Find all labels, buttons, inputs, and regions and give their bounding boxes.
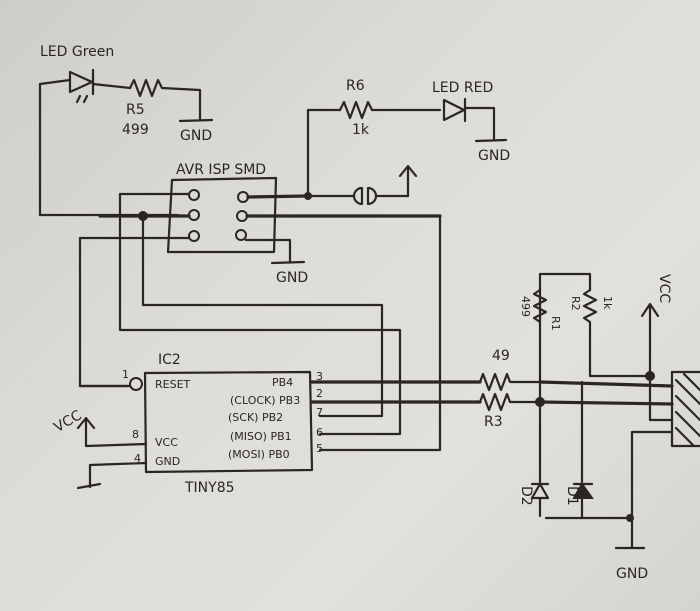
pin-name: GND [155, 455, 180, 468]
gnd-label: GND [180, 128, 212, 144]
r1-value: 499 [519, 296, 532, 317]
pin-name: (SCK) PB2 [228, 411, 283, 424]
ic-part: TINY85 [184, 480, 235, 496]
usb-connector [670, 370, 700, 448]
wire [318, 214, 442, 452]
led-red: LED RED GND [432, 80, 510, 164]
wire [246, 194, 310, 199]
r2-ref: R2 [569, 296, 582, 311]
wire [118, 192, 402, 436]
d1-ref: D1 [564, 486, 580, 506]
gnd-symbol-left [76, 461, 148, 490]
r3-ref: R3 [484, 414, 503, 430]
pin-name: (CLOCK) PB3 [230, 394, 300, 407]
wire [538, 380, 674, 388]
wire [538, 400, 674, 406]
wire [141, 214, 384, 418]
r2-value: 1k [601, 296, 614, 310]
wire [91, 82, 132, 90]
r5-ref: R5 [126, 102, 145, 118]
r-49-value: 49 [492, 348, 510, 364]
pin-num: 2 [316, 387, 323, 400]
isp-pin [235, 229, 247, 241]
pin-name: PB4 [272, 376, 293, 389]
resistor-49: 49 [478, 348, 542, 392]
resistor-r1: 499 R1 [519, 288, 562, 331]
vcc-label: VCC [51, 407, 84, 436]
r5-value: 499 [122, 122, 149, 138]
gnd-bottom-label: GND [616, 566, 648, 582]
vcc-label: VCC [656, 274, 672, 303]
pin-num: 1 [122, 368, 129, 381]
resistor-r3: R3 [478, 392, 542, 430]
ic-tiny85: IC2 TINY85 1 RESET 8 VCC 4 GND 3 PB4 2 (… [122, 352, 323, 496]
resistor-r2: R2 1k [569, 288, 652, 378]
pin-num: 8 [132, 428, 139, 441]
jumper-arrow [306, 164, 418, 206]
junction-dot [626, 514, 634, 522]
diode-d1: D1 [564, 482, 594, 520]
resistor-r5: R5 499 [122, 78, 202, 138]
wire [244, 238, 306, 265]
led-green-label: LED Green [40, 44, 114, 60]
pin-name: (MOSI) PB0 [228, 448, 290, 461]
ic-ref: IC2 [158, 352, 181, 368]
led-red-label: LED RED [432, 80, 493, 96]
gnd-label: GND [276, 270, 308, 286]
isp-pin [188, 230, 200, 242]
wire [38, 82, 180, 217]
pin-num: 7 [316, 406, 323, 419]
r6-value: 1k [352, 122, 370, 138]
r6-ref: R6 [346, 78, 365, 94]
reset-pin-circle [129, 377, 143, 391]
wire [306, 108, 342, 198]
pin-num: 3 [316, 370, 323, 383]
led-green: LED Green [38, 44, 114, 104]
pin-name: (MISO) PB1 [230, 430, 292, 443]
isp-pin [188, 209, 200, 221]
gnd-symbol-bottom [614, 430, 674, 550]
pin-num: 6 [316, 426, 323, 439]
pin-num: 5 [316, 442, 323, 455]
d2-ref: D2 [518, 486, 534, 506]
wire [648, 374, 674, 422]
vcc-right: VCC [640, 274, 672, 378]
gnd-label: GND [478, 148, 510, 164]
resistor-r6: R6 1k [338, 78, 442, 138]
gnd-symbol-1: GND [178, 88, 214, 144]
diode-d2: D2 [518, 482, 550, 518]
pin-num: 4 [134, 452, 141, 465]
pin-name: VCC [155, 436, 178, 449]
isp-label: AVR ISP SMD [176, 162, 266, 178]
wire [538, 272, 592, 404]
pin-name: RESET [155, 378, 191, 391]
r1-ref: R1 [549, 316, 562, 331]
isp-pin [188, 189, 200, 201]
